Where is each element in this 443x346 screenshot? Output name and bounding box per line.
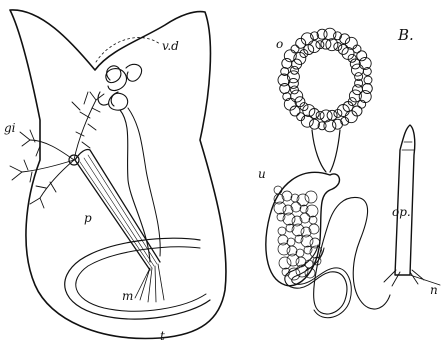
label-t: t: [160, 329, 165, 343]
uterine-ovum: [291, 202, 301, 212]
coiled-vas-deferens: [98, 64, 142, 110]
ovum: [362, 84, 372, 94]
figure-b: B. o u op. n: [258, 26, 440, 318]
label-vd: v.d: [162, 39, 179, 53]
ovum: [291, 90, 303, 102]
ovum: [282, 58, 292, 68]
label-u: u: [258, 167, 266, 181]
oviduct-stem: [312, 130, 340, 172]
label-n: n: [430, 283, 438, 297]
label-m: m: [122, 289, 133, 303]
ovipositor-tip: [402, 142, 414, 150]
ovum: [345, 111, 357, 123]
label-o: o: [276, 37, 283, 51]
ovum: [364, 76, 372, 84]
ovum: [340, 34, 350, 44]
uterine-ovum: [300, 213, 310, 223]
ovum: [291, 66, 299, 74]
ovum: [308, 41, 320, 53]
uterine-ovum: [282, 191, 292, 201]
label-op: op.: [392, 205, 411, 219]
uterus-sac: [266, 172, 340, 285]
ovum: [301, 115, 313, 127]
uterus-ova: [274, 186, 322, 280]
label-p: p: [84, 211, 92, 225]
ovum: [333, 119, 343, 129]
ovipositor: [395, 125, 415, 275]
uterine-ovum: [305, 191, 317, 203]
muscle-strands: [135, 264, 164, 302]
uterine-ovum: [279, 257, 291, 269]
uterine-ovum: [278, 227, 286, 235]
body-outline: [10, 10, 226, 339]
winding-duct: [285, 197, 390, 314]
label-gi: gi: [4, 121, 16, 135]
uterine-ovum: [309, 224, 319, 234]
ovary-ring: [278, 28, 372, 132]
label-B: B.: [397, 26, 414, 44]
ovum: [326, 39, 338, 51]
figure-a: v.d gi p m t: [4, 10, 226, 343]
